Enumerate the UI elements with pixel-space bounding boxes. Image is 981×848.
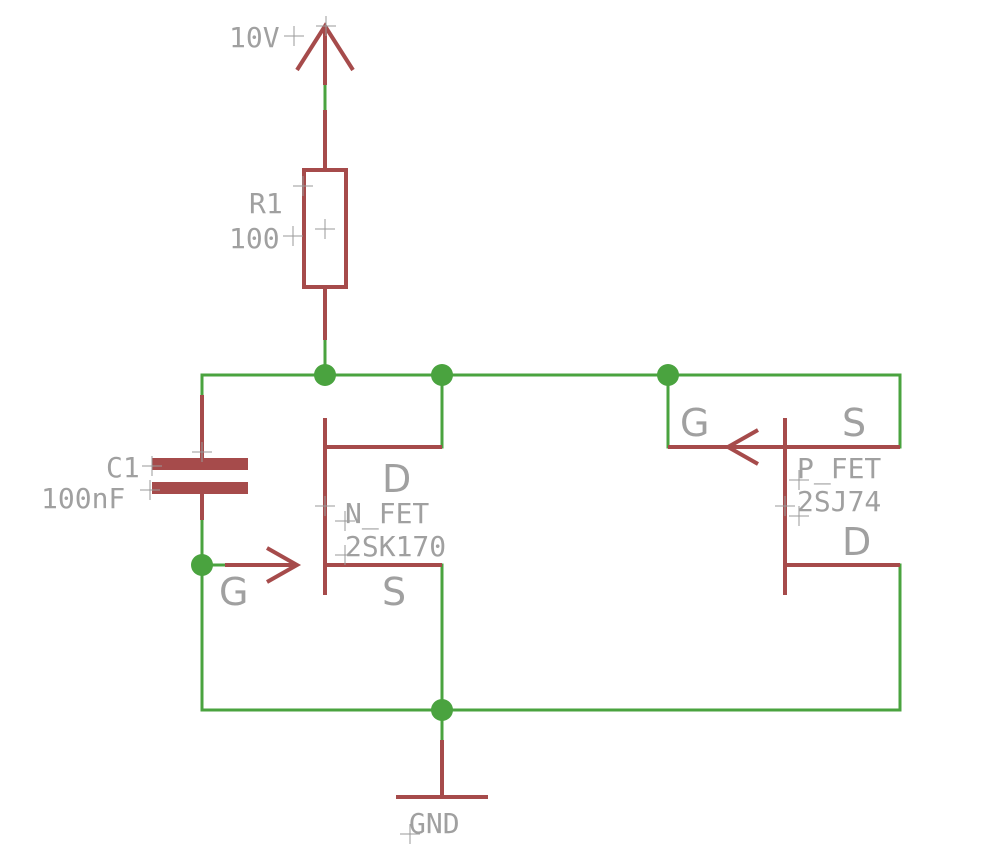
pfet-source-pin-label: S <box>842 401 866 445</box>
c1-name-label: C1 <box>106 451 140 484</box>
nfet-gate-arrow-icon <box>266 546 302 584</box>
c1-plate-bottom <box>152 482 248 494</box>
origin-cross-icon <box>283 176 335 246</box>
c1-value-label: 100nF <box>41 482 125 515</box>
junction-dot <box>191 554 213 576</box>
r1-value-label: 100 <box>229 222 280 255</box>
origin-cross-icon <box>315 496 355 565</box>
junction-dot <box>431 364 453 386</box>
wires <box>200 83 902 742</box>
labels: 10V R1 100 C1 100nF N_FET 2SK170 P_FET 2… <box>41 21 881 840</box>
origin-cross-icon <box>775 470 809 526</box>
origin-cross-icon <box>400 824 420 844</box>
r1-name-label: R1 <box>249 187 283 220</box>
origin-cross-icon <box>284 16 336 46</box>
pfet-value-label: 2SJ74 <box>797 485 881 518</box>
capacitor-c1[interactable] <box>152 395 248 520</box>
junctions <box>191 364 679 721</box>
pfet-drain-pin-label: D <box>842 520 871 564</box>
supply-label: 10V <box>229 21 280 54</box>
ground-symbol[interactable] <box>396 740 488 799</box>
pfet-gate-arrow-icon <box>723 428 759 466</box>
supply-symbol[interactable] <box>295 22 355 85</box>
nfet-source-pin-label: S <box>382 570 406 614</box>
nfet-drain-pin-label: D <box>382 457 411 501</box>
nfet-value-label: 2SK170 <box>345 530 446 563</box>
resistor-r1[interactable] <box>302 110 348 340</box>
origin-markers <box>140 16 809 844</box>
nfet-gate-pin-label: G <box>219 570 248 614</box>
junction-dot <box>314 364 336 386</box>
nfet-name-label: N_FET <box>345 497 429 531</box>
pfet-2sj74[interactable] <box>668 418 900 595</box>
junction-dot <box>431 699 453 721</box>
c1-plate-top <box>152 458 248 470</box>
components <box>152 22 900 799</box>
pfet-name-label: P_FET <box>797 452 881 486</box>
pfet-gate-pin-label: G <box>680 401 709 445</box>
origin-cross-icon <box>140 442 212 500</box>
junction-dot <box>657 364 679 386</box>
gnd-label: GND <box>409 807 460 840</box>
